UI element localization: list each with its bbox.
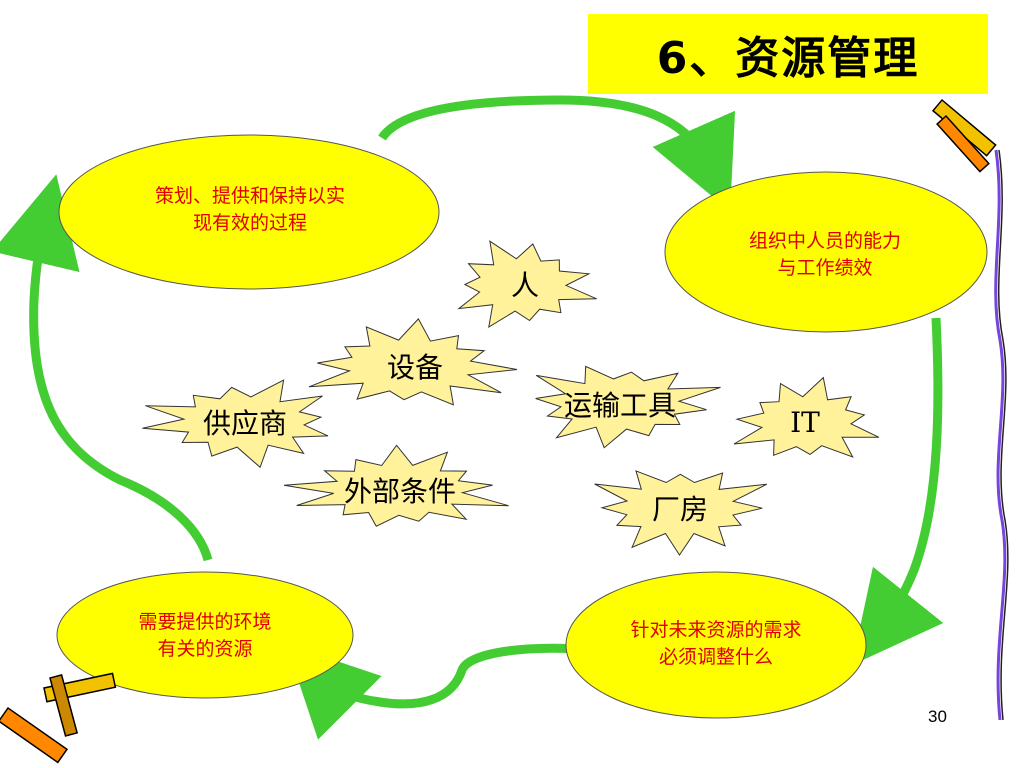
burst-supplier [142, 379, 329, 469]
oval-competence [664, 171, 988, 333]
oval-plan-line1: 策划、提供和保持以实 [154, 185, 345, 207]
oval-competence-line2: 与工作绩效 [777, 257, 873, 279]
burst-equipment [308, 318, 518, 406]
page-title: 6、资源管理 [588, 14, 988, 94]
oval-future-line1: 针对未来资源的需求 [630, 619, 802, 641]
resource-it-label: IT [790, 405, 820, 439]
burst-it [733, 376, 880, 458]
arrow-environment-to-plan [0, 174, 213, 562]
right-border-shadow [997, 149, 1009, 721]
oval-plan [58, 134, 440, 290]
oval-competence-text: 组织中人员的能力 与工作绩效 [680, 215, 970, 295]
oval-competence-line1: 组织中人员的能力 [748, 230, 901, 252]
oval-environment-text: 需要提供的环境 有关的资源 [70, 596, 340, 676]
resource-external-label: 外部条件 [343, 475, 456, 508]
resource-supplier-label: 供应商 [202, 407, 287, 440]
pencils-icon-bottom-left [0, 672, 117, 764]
oval-future-text: 针对未来资源的需求 必须调整什么 [576, 604, 856, 684]
oval-plan-line2: 现有效的过程 [192, 212, 307, 234]
right-border-line [994, 149, 1007, 721]
oval-future [565, 571, 867, 719]
arrow-plan-to-competence [378, 95, 736, 212]
resource-equipment-label: 设备 [386, 351, 443, 384]
resource-plant-label: 厂房 [651, 493, 708, 526]
arrow-future-to-environment [286, 643, 593, 740]
burst-people [457, 240, 597, 328]
resource-transport-label: 运输工具 [563, 389, 676, 422]
arrow-competence-to-future [851, 317, 944, 666]
oval-environment [56, 571, 354, 699]
page-number: 30 [928, 707, 947, 726]
resource-people-label: 人 [510, 269, 539, 302]
burst-plant [594, 470, 768, 556]
pencils-icon-top-right [931, 98, 997, 173]
oval-environment-line1: 需要提供的环境 [138, 611, 272, 633]
oval-environment-line2: 有关的资源 [157, 638, 253, 660]
burst-external [283, 444, 509, 527]
oval-future-line2: 必须调整什么 [658, 646, 773, 668]
oval-plan-text: 策划、提供和保持以实 现有效的过程 [80, 170, 420, 250]
burst-transport [535, 365, 721, 449]
